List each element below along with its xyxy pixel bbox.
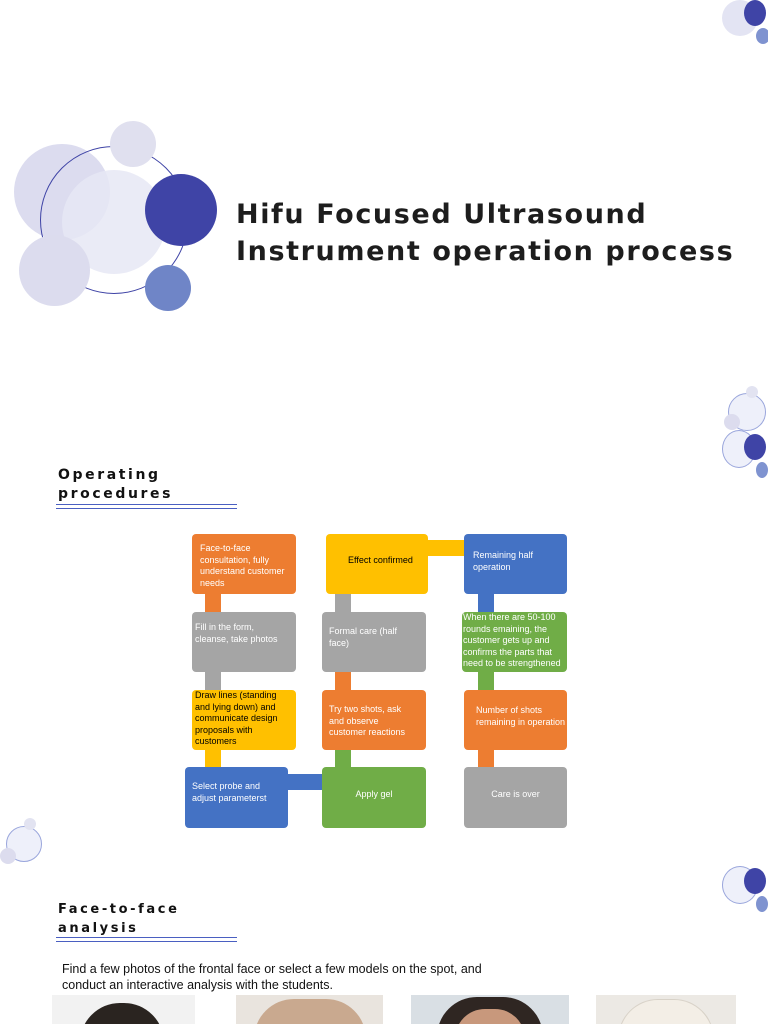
deco-dot-c (24, 818, 36, 830)
connector-s2-s3 (205, 672, 221, 690)
deco-circle-mid-blue (145, 265, 191, 311)
section-title-analysis-line2: analysis (58, 921, 139, 936)
connector-s11-s12 (478, 750, 494, 768)
connector-s7-s8 (335, 594, 351, 612)
deco-circle-bottom-left (19, 235, 90, 306)
connector-s8-s9 (428, 540, 464, 556)
connector-s5-s6 (335, 750, 351, 768)
step-label: Face-to-face consultation, fully underst… (200, 543, 285, 588)
deco-dot-dark-b (744, 434, 766, 460)
step-box-effect-confirmed: Effect confirmed (326, 534, 428, 594)
step-box-care-over: Care is over (464, 767, 567, 828)
step-label: Draw lines (standing and lying down) and… (195, 690, 278, 746)
step-label: Apply gel (355, 789, 393, 799)
deco-circle-small-top (110, 121, 156, 167)
title-line-1: Hifu Focused Ultrasound (236, 199, 648, 230)
step-box-form-cleanse: Fill in the form, cleanse, take photos (192, 612, 296, 672)
step-box-formal-care: Formal care (half face) (322, 612, 426, 672)
face-photo-2 (236, 995, 383, 1024)
step-label: Try two shots, ask and observe customer … (329, 704, 406, 737)
section-rule (56, 937, 237, 938)
step-label: Formal care (half face) (329, 626, 398, 648)
face-photo-1 (52, 995, 195, 1024)
face-photo-3 (411, 995, 569, 1024)
section-rule (56, 504, 237, 505)
analysis-description: Find a few photos of the frontal face or… (62, 962, 482, 992)
step-box-draw-lines: Draw lines (standing and lying down) and… (192, 690, 296, 750)
title-line-2: Instrument operation process (236, 236, 735, 267)
step-box-remaining-half: Remaining half operation (464, 534, 567, 594)
deco-circle-dark (145, 174, 217, 246)
step-label: Effect confirmed (348, 555, 413, 565)
deco-dot-blue (756, 28, 768, 44)
step-box-select-probe: Select probe and adjust parameterst (185, 767, 288, 828)
step-label: Remaining half operation (473, 550, 534, 572)
deco-dot-small (746, 386, 758, 398)
deco-dot-dark-d (744, 868, 766, 894)
step-label: Care is over (491, 789, 540, 799)
section-title-procedures-line1: Operating (58, 467, 161, 483)
page-title: Hifu Focused Ultrasound Instrument opera… (236, 196, 756, 270)
section-rule (56, 508, 237, 509)
connector-s6-s7 (335, 672, 351, 690)
section-title-procedures-line2: procedures (58, 486, 174, 502)
step-box-consultation: Face-to-face consultation, fully underst… (192, 534, 296, 594)
step-label: Select probe and adjust parameterst (192, 781, 267, 803)
deco-dot-c2 (0, 848, 16, 864)
deco-dot-blue-b (756, 462, 768, 478)
step-label: Number of shots remaining in operation (476, 705, 566, 727)
face-photo-4 (596, 995, 736, 1024)
connector-s3-s4 (205, 750, 221, 768)
connector-s9-s10 (478, 594, 494, 612)
connector-s1-s2 (205, 594, 221, 612)
deco-dot-blue-d (756, 896, 768, 912)
step-box-apply-gel: Apply gel (322, 767, 426, 828)
section-rule (56, 941, 237, 942)
step-label: When there are 50-100 rounds emaining, t… (463, 612, 561, 668)
step-box-rounds-remaining: When there are 50-100 rounds emaining, t… (462, 612, 567, 672)
step-box-try-shots: Try two shots, ask and observe customer … (322, 690, 426, 750)
deco-dot-dark (744, 0, 766, 26)
deco-dot-pale-b (724, 414, 740, 430)
connector-s10-s11 (478, 672, 494, 690)
connector-s4-s5 (287, 774, 323, 790)
step-box-shots-remaining: Number of shots remaining in operation (464, 690, 567, 750)
deco-ring-c (6, 826, 42, 862)
section-title-procedures: Operating procedures (58, 466, 173, 504)
section-title-analysis: Face-to-face analysis (58, 900, 180, 938)
section-title-analysis-line1: Face-to-face (58, 902, 180, 917)
step-label: Fill in the form, cleanse, take photos (195, 622, 278, 644)
